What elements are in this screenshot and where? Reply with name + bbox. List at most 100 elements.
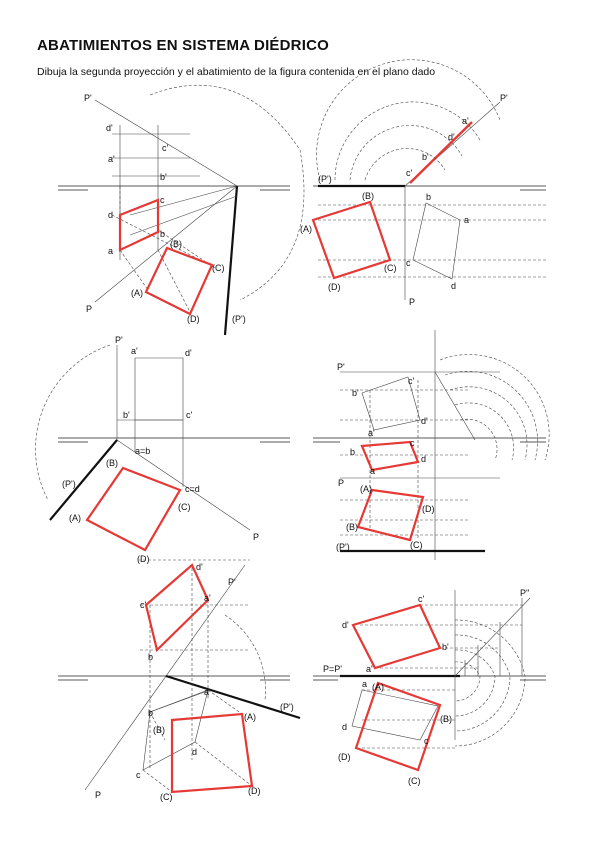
label: (D) (248, 786, 261, 796)
ref-line (149, 711, 166, 741)
label: d' (448, 132, 455, 142)
label: c (410, 438, 415, 448)
trace-p-vertical (94, 99, 238, 187)
trace-p-abatida (223, 185, 239, 336)
label: P' (84, 93, 92, 103)
label: (B) (170, 239, 182, 249)
label: (P') (62, 479, 76, 489)
label: c (424, 736, 429, 746)
arc (454, 634, 511, 732)
trace-p-profile (454, 597, 531, 677)
figure-abatida (144, 246, 214, 316)
label: (A) (300, 224, 312, 234)
figure-vertical-projection (361, 376, 421, 431)
label: d' (421, 416, 428, 426)
figure-abatida (354, 681, 442, 772)
label: (D) (187, 314, 200, 324)
label: c' (408, 376, 415, 386)
arc (454, 661, 481, 702)
figure-vertical-projection (134, 357, 184, 421)
label: b (160, 229, 165, 239)
figure-abatida (311, 200, 392, 280)
panel-3: P' a' d' b' c' a=b (B) c=d (P') (A) (C) … (35, 335, 290, 564)
label: P (409, 297, 415, 307)
ref-line (142, 769, 173, 793)
figure-vertical-projection (351, 603, 442, 670)
page-title: ABATIMIENTOS EN SISTEMA DIÉDRICO (37, 37, 329, 54)
label: P' (337, 362, 345, 372)
label: d' (106, 123, 113, 133)
label: (P') (232, 314, 246, 324)
label: (A) (244, 712, 256, 722)
label: b (350, 447, 355, 457)
label: b (148, 708, 153, 718)
ref-line (111, 214, 213, 267)
trace-p-abatida (49, 439, 118, 521)
label: (B) (440, 714, 452, 724)
ref-line (129, 185, 238, 216)
label: b' (422, 152, 429, 162)
label: (B) (106, 458, 118, 468)
arc (454, 402, 514, 461)
figure-abatida (170, 712, 254, 794)
figure-abatida (85, 466, 182, 552)
label: (C) (408, 776, 421, 786)
ref-line (157, 249, 191, 313)
label: (D) (338, 752, 351, 762)
label: (A) (360, 484, 372, 494)
label: d' (342, 620, 349, 630)
ref-line (149, 689, 209, 713)
trace-p-horizontal (116, 439, 251, 531)
arc (224, 614, 266, 701)
label: (A) (131, 288, 143, 298)
label: d (108, 210, 113, 220)
label: (P') (280, 702, 294, 712)
trace-p-abatida (165, 674, 301, 720)
label: a' (366, 664, 373, 674)
label: a' (131, 346, 138, 356)
label: a (370, 466, 375, 476)
figure-vertical-projection (144, 563, 210, 653)
label: a (204, 687, 209, 697)
arc (454, 649, 496, 717)
trace-p-horizontal (94, 185, 238, 303)
arc (364, 148, 446, 181)
label: d' (185, 348, 192, 358)
label: c' (418, 594, 425, 604)
label: c=d (185, 484, 200, 494)
label: P (338, 478, 344, 488)
label: (C) (410, 540, 423, 550)
label: a (362, 679, 367, 689)
arc (149, 84, 305, 301)
label: P'' (520, 588, 530, 598)
label: a' (462, 116, 469, 126)
label: (C) (160, 792, 173, 802)
label: a' (368, 428, 375, 438)
panel-5: d' P' c' a' b a (P') b (B) d (A) c (C) (… (58, 559, 301, 802)
label: (C) (178, 502, 191, 512)
label: (D) (328, 282, 341, 292)
label: (B) (346, 522, 358, 532)
panel-2: P' a' d' b' c' (P') (B) b a (A) (C) c d … (300, 59, 546, 307)
label: P (253, 532, 259, 542)
arc (454, 619, 526, 747)
label: (D) (422, 504, 435, 514)
label: a=b (135, 446, 150, 456)
label: c (160, 195, 165, 205)
label: (C) (384, 263, 397, 273)
label: b' (442, 642, 449, 652)
label: d (342, 722, 347, 732)
arc (449, 386, 528, 461)
figure-horizontal-projection (351, 689, 439, 741)
label: a' (204, 593, 211, 603)
label: b' (123, 410, 130, 420)
arc (35, 344, 111, 501)
panel-4: P' c' b' d' a' c b d a P (A) (D) (B) (C)… (313, 330, 550, 560)
label: a (464, 215, 469, 225)
arc (349, 125, 463, 181)
figure-vertical-projection (409, 121, 473, 184)
label: b' (352, 388, 359, 398)
label: (P') (318, 174, 332, 184)
label: (P') (336, 542, 350, 552)
figure-horizontal-projection (360, 440, 420, 472)
